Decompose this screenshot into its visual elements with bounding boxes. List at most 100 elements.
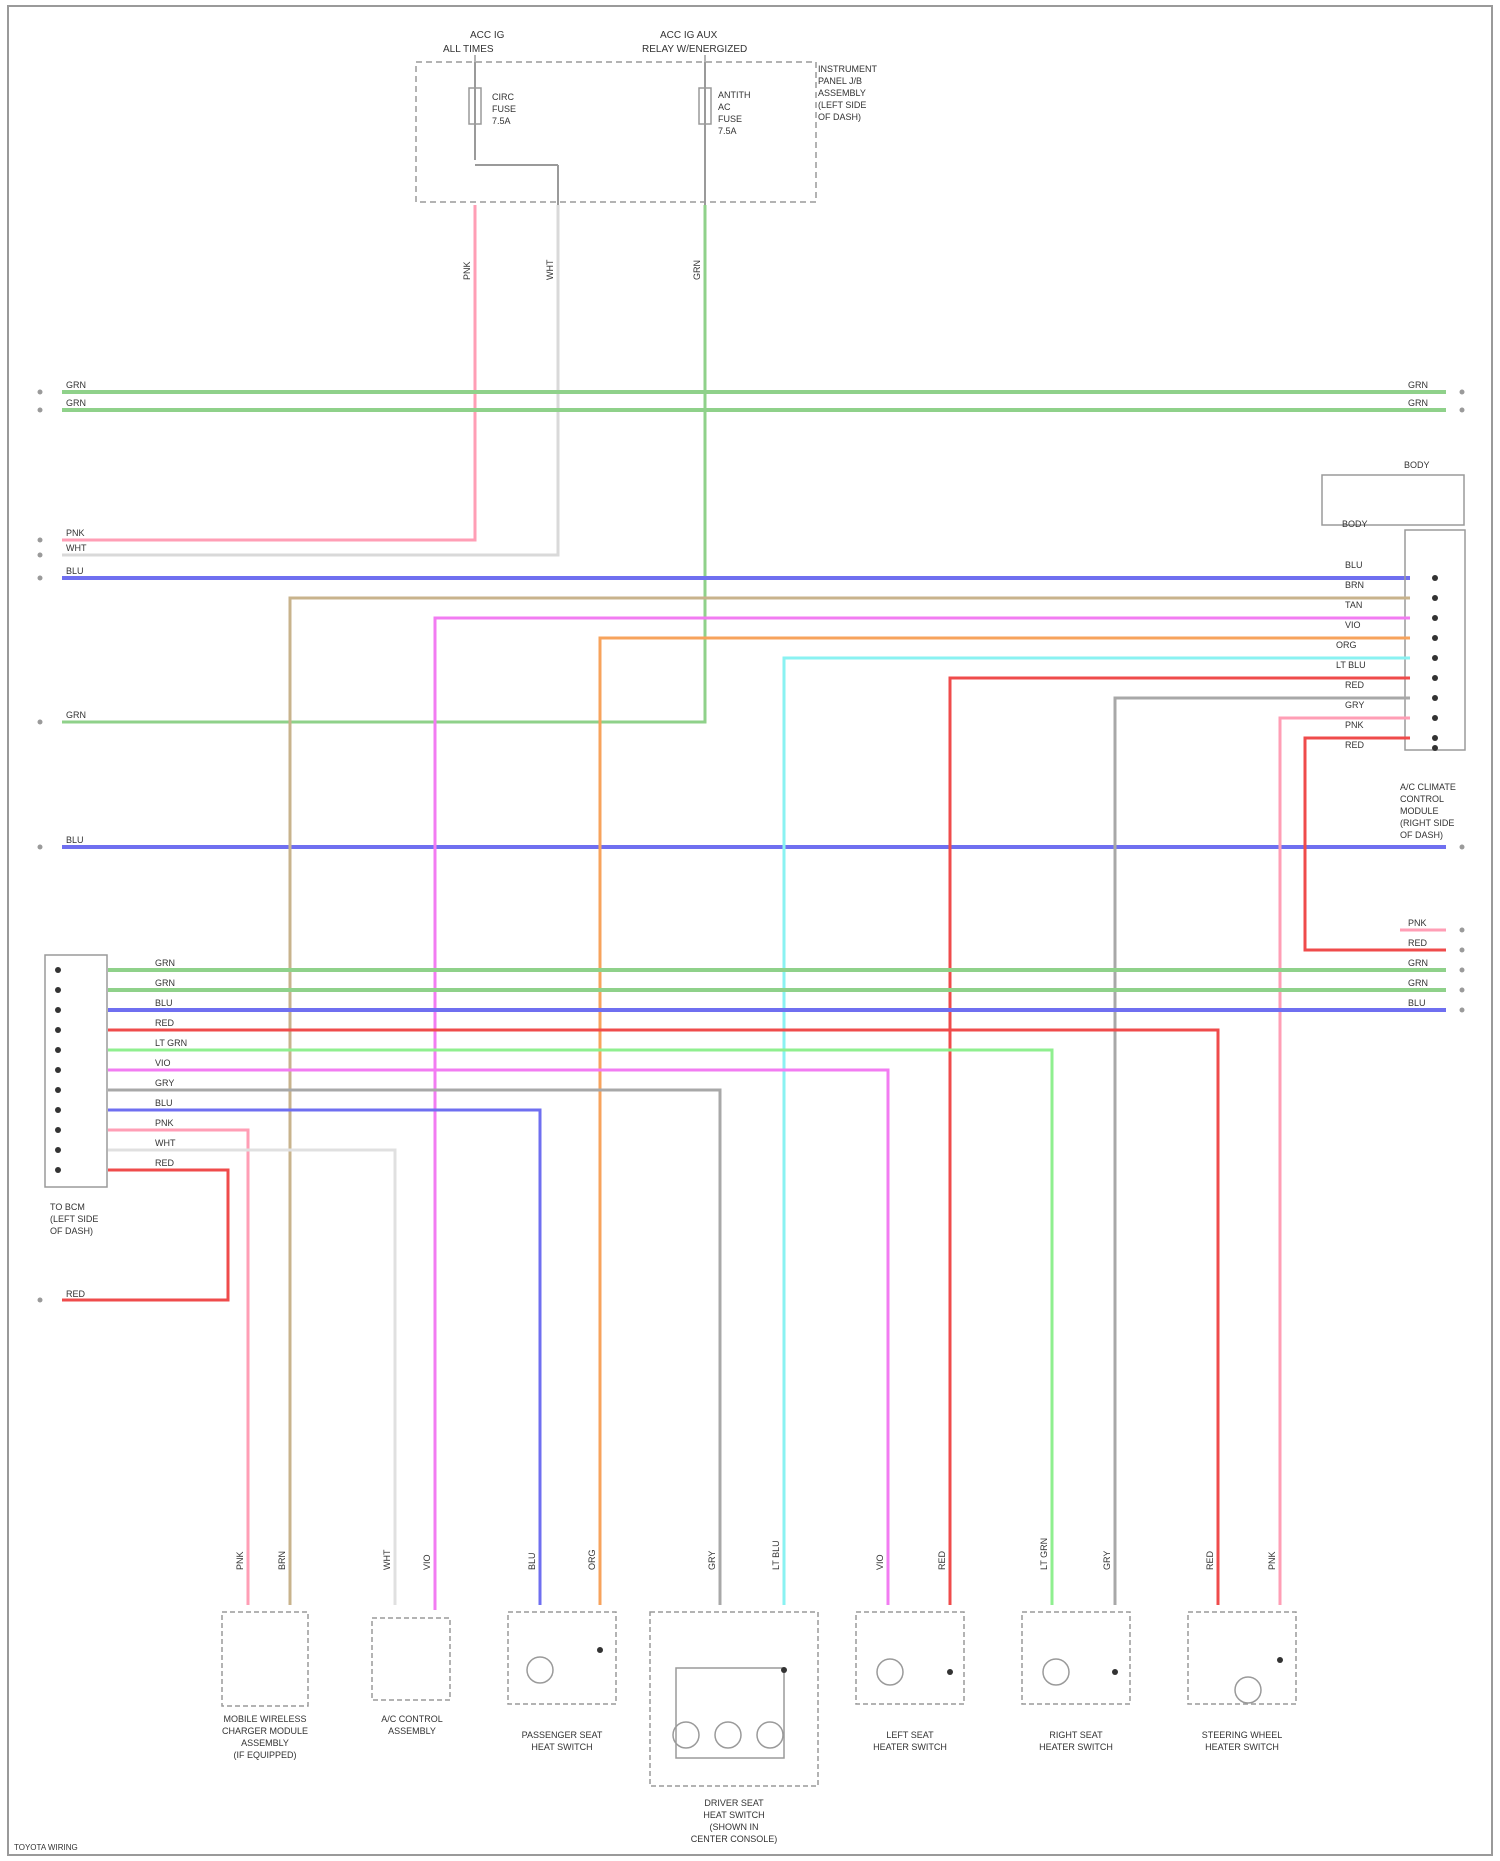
- component-1-label-3: ASSEMBLY: [241, 1738, 289, 1748]
- left-pin-2: GRN: [155, 978, 175, 988]
- left-pin-10: WHT: [155, 1138, 176, 1148]
- diagram-border: [8, 6, 1492, 1855]
- footer-text: TOYOTA WIRING: [14, 1843, 78, 1852]
- component-7-label-2: HEATER SWITCH: [1205, 1742, 1279, 1752]
- bus-label-blu-2: BLU: [66, 835, 84, 845]
- component-5-label-2: HEATER SWITCH: [873, 1742, 947, 1752]
- bus-label-grn-3: GRN: [66, 710, 86, 720]
- fuse-box-header-left-sub: ALL TIMES: [443, 44, 494, 55]
- right-edge-label-3: PNK: [1408, 918, 1427, 928]
- component-4-label-1: DRIVER SEAT: [704, 1798, 764, 1808]
- left-edge-arrows: [38, 390, 43, 1303]
- fuse-box-side-label-3: ASSEMBLY: [818, 88, 866, 98]
- left-pin-6: VIO: [155, 1058, 171, 1068]
- component-4-label-3: (SHOWN IN: [710, 1822, 759, 1832]
- component-1-label-4: (IF EQUIPPED): [233, 1750, 296, 1760]
- left-connector-label-3: OF DASH): [50, 1226, 93, 1236]
- right-connector-label-5: OF DASH): [1400, 830, 1443, 840]
- right-pin-10: RED: [1345, 740, 1365, 750]
- bus-label-grn-2: GRN: [66, 398, 86, 408]
- fuse-feed-wires: [62, 205, 705, 722]
- component-2-label-1: A/C CONTROL: [381, 1714, 443, 1724]
- left-pin-5: LT GRN: [155, 1038, 187, 1048]
- right-connector: BODY BODY A/C CLIMATE CONTROL MODULE (RI…: [1322, 460, 1465, 840]
- right-edge-label-5: GRN: [1408, 958, 1428, 968]
- component-4-heater-icon-1: [673, 1722, 699, 1748]
- component-1-wire-a: PNK: [235, 1551, 245, 1570]
- right-edge-label-4: RED: [1408, 938, 1428, 948]
- left-connector: TO BCM (LEFT SIDE OF DASH) GRN GRN BLU R…: [45, 955, 187, 1236]
- fuse-b-line-3: FUSE: [718, 114, 742, 124]
- left-pin-7: GRY: [155, 1078, 174, 1088]
- component-7-wire-a: RED: [1205, 1550, 1215, 1570]
- component-1-label-2: CHARGER MODULE: [222, 1726, 308, 1736]
- component-3-wire-a: BLU: [527, 1552, 537, 1570]
- fuse-box-header-right: ACC IG AUX: [660, 30, 718, 41]
- component-3-wire-b: ORG: [587, 1549, 597, 1570]
- component-7-heater-icon: [1235, 1677, 1261, 1703]
- component-4-heater-icon-3: [757, 1722, 783, 1748]
- fuse-box-side-label-5: OF DASH): [818, 112, 861, 122]
- component-2-label-2: ASSEMBLY: [388, 1726, 436, 1736]
- left-pin-11: RED: [155, 1158, 175, 1168]
- bus-wire-labels: GRN GRN PNK WHT BLU GRN BLU RED: [66, 380, 87, 1299]
- component-3-label-2: HEAT SWITCH: [531, 1742, 592, 1752]
- component-6-wire-b: GRY: [1102, 1551, 1112, 1570]
- left-pin-1: GRN: [155, 958, 175, 968]
- right-pin-2: BRN: [1345, 580, 1364, 590]
- bus-label-blu: BLU: [66, 566, 84, 576]
- component-mobile-wireless-charger: PNK BRN MOBILE WIRELESS CHARGER MODULE A…: [222, 1551, 308, 1760]
- component-3-label-1: PASSENGER SEAT: [522, 1730, 603, 1740]
- right-edge-label-2: GRN: [1408, 398, 1428, 408]
- right-pin-9: PNK: [1345, 720, 1364, 730]
- fuse-a-line-3: 7.5A: [492, 116, 511, 126]
- component-ac-control: WHT VIO A/C CONTROL ASSEMBLY: [372, 1549, 450, 1736]
- fuse-box-header-left: ACC IG: [470, 30, 505, 41]
- right-connector-label-3: MODULE: [1400, 806, 1439, 816]
- right-connector-label-1: A/C CLIMATE: [1400, 782, 1456, 792]
- left-pin-4: RED: [155, 1018, 175, 1028]
- fuse-box-side-label-2: PANEL J/B: [818, 76, 862, 86]
- component-1-wire-b: BRN: [277, 1551, 287, 1570]
- fuse-box-header-right-sub: RELAY W/ENERGIZED: [642, 44, 747, 55]
- component-5-heater-icon: [877, 1659, 903, 1685]
- left-connector-label-1: TO BCM: [50, 1202, 85, 1212]
- component-4-wire-a: GRY: [707, 1551, 717, 1570]
- component-6-heater-icon: [1043, 1659, 1069, 1685]
- right-edge-label-1: GRN: [1408, 380, 1428, 390]
- right-pin-7: RED: [1345, 680, 1365, 690]
- component-left-seat-heater-switch: VIO RED LEFT SEAT HEATER SWITCH: [856, 1550, 964, 1752]
- bus-label-red: RED: [66, 1289, 86, 1299]
- component-5-label-1: LEFT SEAT: [886, 1730, 934, 1740]
- right-connector-label-4: (RIGHT SIDE: [1400, 818, 1454, 828]
- component-driver-seat-heat-switch: GRY LT BLU DRIVER SEAT HEAT SWITCH (SHOW…: [650, 1540, 818, 1844]
- component-4-label-2: HEAT SWITCH: [703, 1810, 764, 1820]
- component-2-wire-b: VIO: [422, 1554, 432, 1570]
- component-7-label-1: STEERING WHEEL: [1202, 1730, 1283, 1740]
- fuse-b-line-4: 7.5A: [718, 126, 737, 136]
- component-5-wire-a: VIO: [875, 1554, 885, 1570]
- bus-label-grn-1: GRN: [66, 380, 86, 390]
- fuse-b-line-2: AC: [718, 102, 731, 112]
- fuse-box: ACC IG ALL TIMES ACC IG AUX RELAY W/ENER…: [416, 30, 877, 280]
- left-connector-label-2: (LEFT SIDE: [50, 1214, 98, 1224]
- left-connector-wires: [62, 970, 1446, 1605]
- component-6-label-1: RIGHT SEAT: [1049, 1730, 1103, 1740]
- right-edge-label-7: BLU: [1408, 998, 1426, 1008]
- fuse-a-line-2: FUSE: [492, 104, 516, 114]
- fuse-wire-a-label: PNK: [462, 261, 472, 280]
- right-pin-6: LT BLU: [1336, 660, 1366, 670]
- component-2-wire-a: WHT: [382, 1549, 392, 1570]
- right-pin-3: TAN: [1345, 600, 1362, 610]
- right-pin-5: ORG: [1336, 640, 1357, 650]
- component-6-label-2: HEATER SWITCH: [1039, 1742, 1113, 1752]
- fuse-a-line-1: CIRC: [492, 92, 514, 102]
- bus-label-pnk: PNK: [66, 528, 85, 538]
- right-pin-8: GRY: [1345, 700, 1364, 710]
- fuse-box-side-label-1: INSTRUMENT: [818, 64, 877, 74]
- right-connector-label-2: CONTROL: [1400, 794, 1444, 804]
- right-connector-header: BODY: [1404, 460, 1430, 470]
- component-7-wire-b: PNK: [1267, 1551, 1277, 1570]
- bus-label-wht: WHT: [66, 543, 87, 553]
